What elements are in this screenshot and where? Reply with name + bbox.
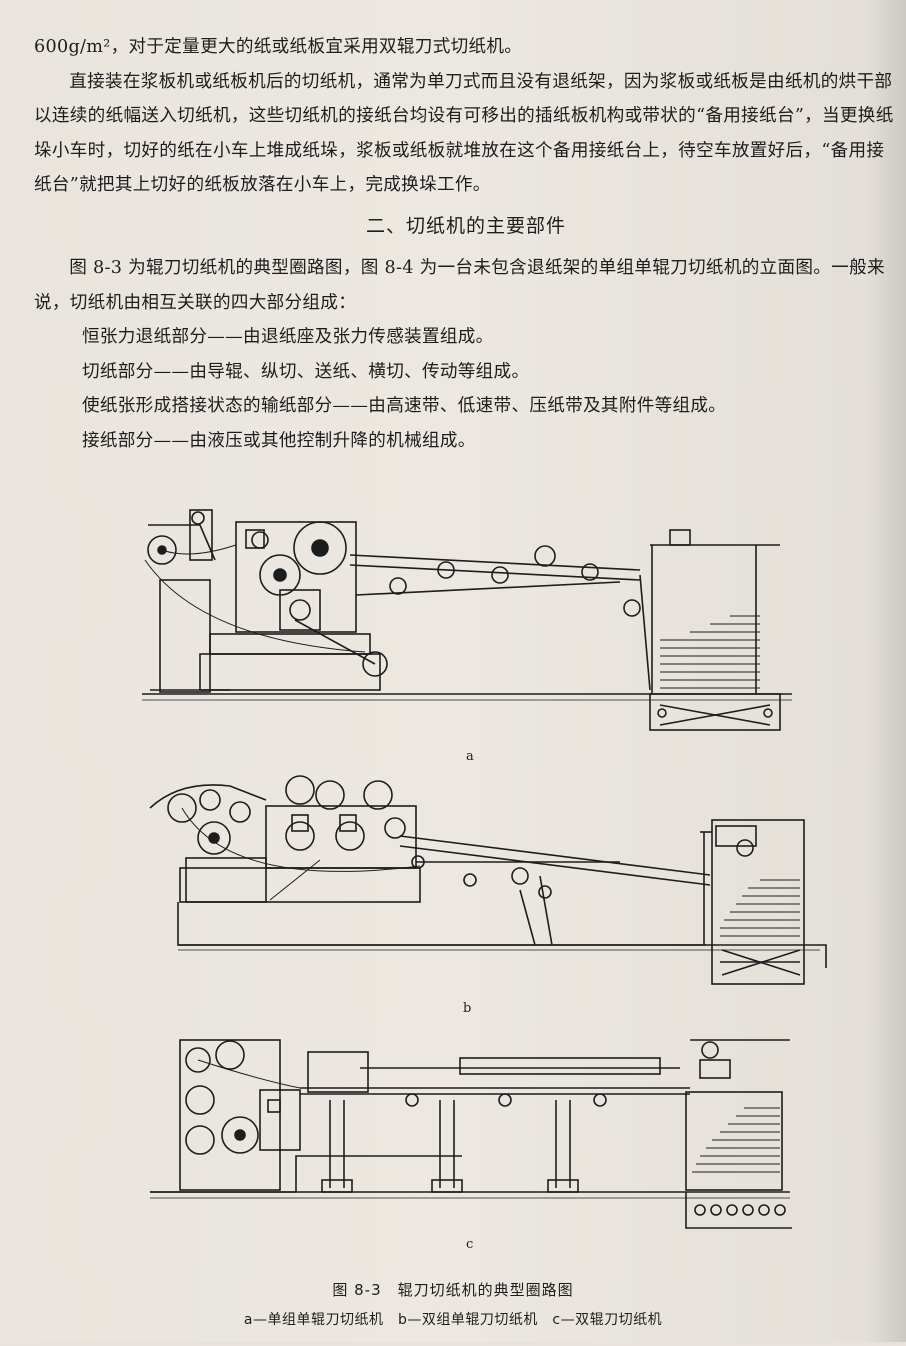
label-a: a: [466, 749, 474, 764]
paragraph-2: 直接装在浆板机或纸板机后的切纸机，通常为单刀式而且没有退纸架，因为浆板或纸板是由…: [34, 71, 894, 196]
paragraph-3: 图 8-3 为辊刀切纸机的典型圈路图，图 8-4 为一台未包含退纸架的单组单辊刀…: [34, 258, 885, 313]
diagram-a-single-unit-single-rotary-knife: [142, 509, 792, 731]
figure-subcaption: a—单组单辊刀切纸机 b—双组单辊刀切纸机 c—双辊刀切纸机: [243, 1312, 663, 1328]
label-c: c: [466, 1237, 473, 1252]
body-text: 600g/m²，对于定量更大的纸或纸板宜采用双辊刀式切纸机。 直接装在浆板机或纸…: [34, 30, 898, 458]
paragraph-1: 600g/m²，对于定量更大的纸或纸板宜采用双辊刀式切纸机。: [34, 37, 523, 57]
figure-caption: 图 8-3 辊刀切纸机的典型圈路图: [332, 1281, 574, 1299]
component-item-4: 接纸部分——由液压或其他控制升降的机械组成。: [82, 430, 476, 451]
page-bleed-through: [866, 0, 906, 1342]
diagram-c-double-rotary-knife: [150, 1039, 792, 1229]
component-item-3: 使纸张形成搭接状态的输纸部分——由高速带、低速带、压纸带及其附件等组成。: [82, 396, 727, 416]
component-item-2: 切纸部分——由导辊、纵切、送纸、横切、传动等组成。: [82, 361, 530, 382]
diagram-b-double-unit-single-rotary-knife: [149, 775, 827, 985]
label-b: b: [463, 1001, 471, 1016]
section-heading: 二、切纸机的主要部件: [365, 214, 566, 237]
component-item-1: 恒张力退纸部分——由退纸座及张力传感装置组成。: [82, 327, 494, 347]
